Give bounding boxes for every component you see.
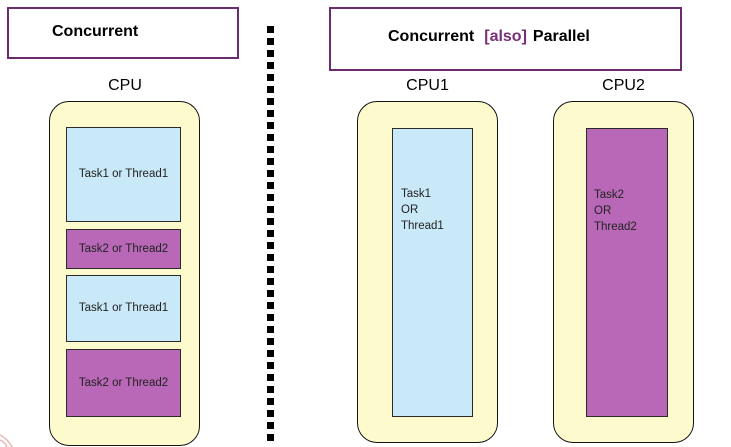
cpu2-label: CPU2 xyxy=(602,77,645,94)
cpu-task-block: Task1 or Thread1 xyxy=(66,127,181,222)
cpu-task-block: Task2 or Thread2 xyxy=(66,229,181,269)
cpu2-task-line2: OR xyxy=(594,205,612,217)
cpu1-task-line1: Task1 xyxy=(401,188,432,200)
title-also-text: [also] xyxy=(484,28,527,45)
title-concurrent-text: Concurrent xyxy=(388,28,475,45)
task-label: Task2 or Thread2 xyxy=(78,242,169,255)
cpu2-task-block: Task2 OR Thread2 xyxy=(586,128,668,417)
cpu2-task-line3: Thread2 xyxy=(594,221,637,233)
cpu-task-block: Task1 or Thread1 xyxy=(66,275,181,342)
task-label: Task1 or Thread1 xyxy=(78,302,169,315)
cpu1-task-block: Task1 OR Thread1 xyxy=(392,128,473,417)
cpu1-label: CPU1 xyxy=(406,77,449,94)
concurrent-title: Concurrent xyxy=(52,22,139,40)
cpu1-task-line3: Thread1 xyxy=(401,220,444,232)
concurrent-parallel-title-box: Concurrent [also] Parallel xyxy=(329,7,682,71)
cpu-task-block: Task2 or Thread2 xyxy=(66,349,181,417)
task-label: Task1 or Thread1 xyxy=(78,168,169,181)
cpu-label: CPU xyxy=(108,77,142,94)
cpu1-task-line2: OR xyxy=(401,204,419,216)
cpu2-task-line1: Task2 xyxy=(594,189,625,201)
corner-decoration-icon xyxy=(0,434,13,447)
concurrent-title-box: Concurrent xyxy=(7,7,239,59)
title-parallel-text: Parallel xyxy=(532,28,590,45)
dotted-divider xyxy=(267,26,274,442)
task-label: Task2 or Thread2 xyxy=(78,376,169,389)
